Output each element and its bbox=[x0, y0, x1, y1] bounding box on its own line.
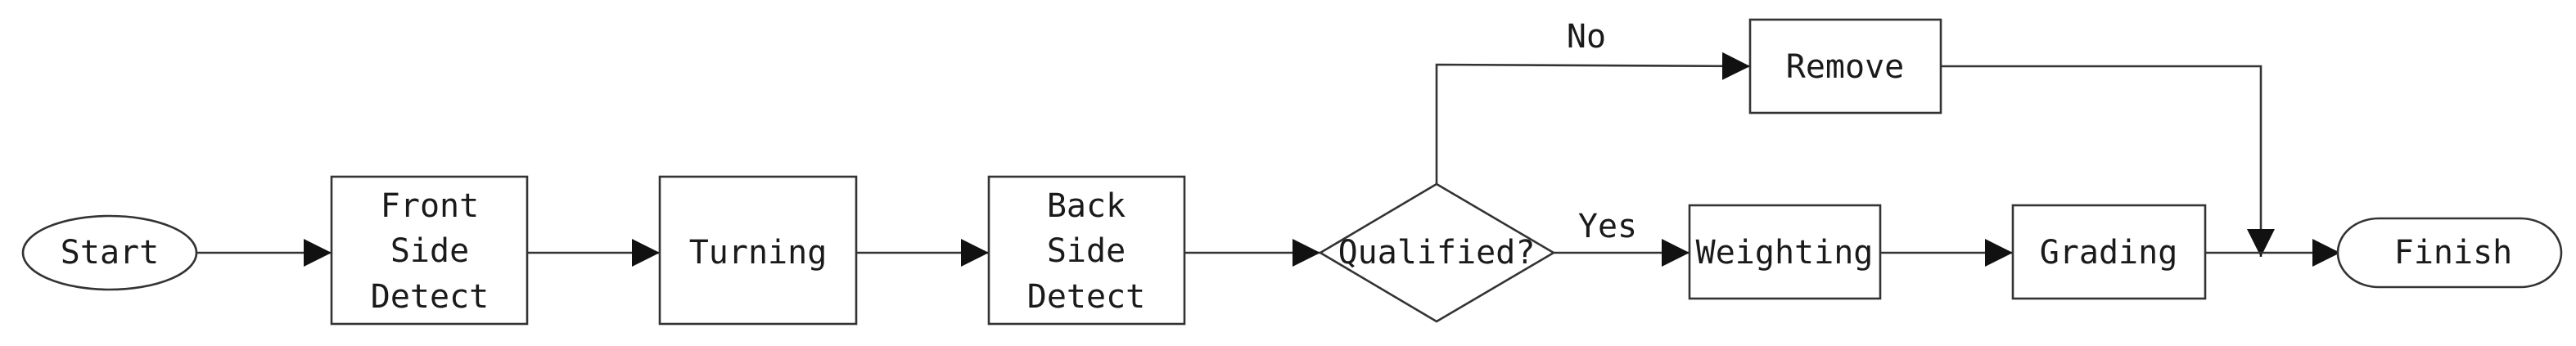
node-turning-label: Turning bbox=[689, 234, 828, 272]
node-qualified-label: Qualified? bbox=[1338, 234, 1536, 272]
node-front-side-detect-line-1: Front bbox=[381, 187, 479, 225]
node-turning: Turning bbox=[658, 175, 858, 326]
edge-qualified-no-to-remove bbox=[1435, 52, 1751, 184]
node-start-label: Start bbox=[61, 234, 159, 272]
node-front-side-detect-line-3: Detect bbox=[371, 278, 489, 316]
node-remove-label: Remove bbox=[1786, 48, 1905, 86]
node-remove: Remove bbox=[1748, 18, 1942, 115]
node-front-side-detect: Front Side Detect bbox=[330, 175, 529, 326]
edge-label-yes: Yes bbox=[1578, 208, 1637, 245]
edge-remove-to-finish bbox=[1941, 65, 2275, 257]
node-qualified-decision: Qualified? bbox=[1318, 182, 1556, 323]
node-back-side-detect-line-1: Back bbox=[1047, 187, 1126, 225]
node-weighting: Weighting bbox=[1688, 204, 1882, 300]
node-start: Start bbox=[21, 214, 198, 291]
node-back-side-detect-line-3: Detect bbox=[1027, 278, 1146, 316]
node-back-side-detect: Back Side Detect bbox=[987, 175, 1186, 326]
node-weighting-label: Weighting bbox=[1696, 234, 1874, 272]
edge-label-no: No bbox=[1567, 18, 1606, 56]
node-finish-label: Finish bbox=[2394, 234, 2513, 272]
edges bbox=[196, 52, 2340, 267]
node-back-side-detect-line-2: Side bbox=[1047, 232, 1126, 270]
node-grading-label: Grading bbox=[2040, 234, 2178, 272]
node-finish: Finish bbox=[2336, 217, 2563, 289]
node-front-side-detect-line-2: Side bbox=[390, 232, 469, 270]
node-grading: Grading bbox=[2011, 204, 2207, 300]
